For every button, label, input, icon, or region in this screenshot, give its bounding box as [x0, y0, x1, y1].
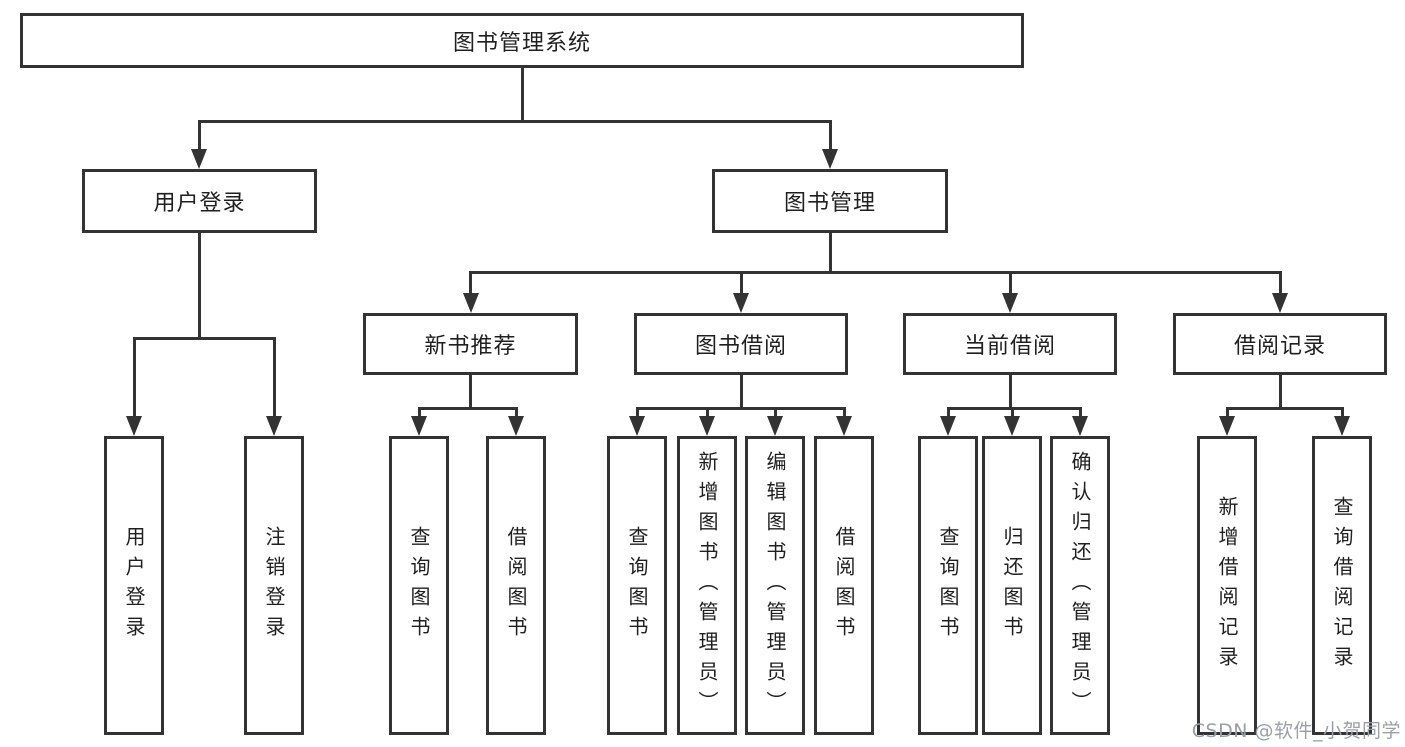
connector-vline [1278, 375, 1282, 407]
arrow-down-icon [126, 416, 142, 436]
node-current-borrowing: 当前借阅 [903, 313, 1117, 375]
connector-vline [1225, 407, 1229, 419]
connector-hline [635, 407, 846, 410]
connector-vline [739, 271, 743, 297]
connector-vline [520, 68, 524, 120]
node-new-book-recommendation: 新书推荐 [363, 313, 578, 375]
leaf-label: 确认归还（管理员） [1068, 450, 1092, 721]
arrow-down-icon [1002, 293, 1018, 313]
leaf-label: 借阅图书 [504, 525, 528, 646]
leaf-label: 新增图书（管理员） [695, 450, 719, 721]
arrow-down-icon [733, 293, 749, 313]
connector-vline [1078, 407, 1082, 419]
node-borrowing-records: 借阅记录 [1173, 313, 1387, 375]
connector-vline [514, 407, 518, 419]
leaf-query-borrow-record: 查询借阅记录 [1312, 436, 1372, 735]
connector-vline [197, 233, 201, 337]
connector-vline [635, 407, 639, 419]
leaf-add-borrow-record: 新增借阅记录 [1197, 436, 1257, 735]
arrow-down-icon [266, 416, 282, 436]
connector-vline [1340, 407, 1344, 419]
connector-vline [469, 375, 472, 407]
leaf-label: 归还图书 [1000, 525, 1024, 646]
leaf-label: 新增借阅记录 [1215, 495, 1239, 676]
leaf-label: 编辑图书（管理员） [763, 450, 787, 721]
arrow-down-icon [1272, 293, 1288, 313]
arrow-down-icon [836, 416, 852, 436]
connector-vline [132, 337, 136, 419]
leaf-label: 查询图书 [625, 525, 649, 646]
arrow-down-icon [940, 416, 956, 436]
connector-vline [469, 271, 472, 297]
connector-vline [739, 375, 743, 407]
connector-vline [773, 407, 777, 419]
arrow-down-icon [629, 416, 645, 436]
arrow-down-icon [1334, 416, 1350, 436]
connector-vline [417, 407, 421, 419]
connector-vline [946, 407, 950, 419]
leaf-logout: 注销登录 [244, 436, 304, 735]
connector-vline [197, 120, 201, 152]
csdn-watermark: CSDN @软件_小贺同学 [1191, 720, 1401, 742]
connector-hline [417, 407, 518, 410]
leaf-user-login: 用户登录 [104, 436, 164, 735]
arrow-down-icon [1072, 416, 1088, 436]
leaf-query-books-recommend: 查询图书 [389, 436, 449, 735]
arrow-down-icon [411, 416, 427, 436]
node-user-login: 用户登录 [82, 169, 317, 233]
leaf-edit-books-admin: 编辑图书（管理员） [745, 436, 805, 735]
leaf-label: 查询图书 [407, 525, 431, 646]
leaf-query-books-current: 查询图书 [918, 436, 978, 735]
arrow-down-icon [767, 416, 783, 436]
leaf-label: 查询图书 [936, 525, 960, 646]
node-book-borrowing: 图书借阅 [634, 313, 848, 375]
leaf-confirm-return-admin: 确认归还（管理员） [1050, 436, 1110, 735]
connector-vline [705, 407, 709, 419]
arrow-down-icon [1219, 416, 1235, 436]
connector-vline [828, 120, 832, 152]
leaf-label: 注销登录 [262, 525, 286, 646]
leaf-return-books: 归还图书 [982, 436, 1042, 735]
node-book-management: 图书管理 [712, 169, 948, 233]
arrow-down-icon [699, 416, 715, 436]
connector-hline [197, 120, 832, 123]
connector-hline [946, 407, 1082, 410]
connector-hline [1225, 407, 1344, 410]
arrow-down-icon [462, 293, 479, 313]
connector-vline [828, 233, 832, 271]
leaf-label: 查询借阅记录 [1330, 495, 1354, 676]
node-library-management-system: 图书管理系统 [20, 13, 1024, 68]
connector-vline [1008, 375, 1012, 407]
connector-hline [469, 271, 1282, 274]
leaf-add-books-admin: 新增图书（管理员） [677, 436, 737, 735]
leaf-label: 用户登录 [122, 525, 146, 646]
arrow-down-icon [822, 149, 838, 169]
arrow-down-icon [1004, 416, 1020, 436]
leaf-label: 借阅图书 [832, 525, 856, 646]
arrow-down-icon [508, 416, 524, 436]
arrow-down-icon [191, 149, 207, 169]
leaf-borrow-books-recommend: 借阅图书 [486, 436, 546, 735]
connector-hline [132, 337, 276, 340]
connector-vline [842, 407, 846, 419]
connector-vline [272, 337, 276, 419]
connector-vline [1008, 271, 1012, 297]
leaf-query-books-borrowing: 查询图书 [607, 436, 667, 735]
leaf-borrow-books: 借阅图书 [814, 436, 874, 735]
connector-vline [1278, 271, 1282, 297]
connector-vline [1010, 407, 1014, 419]
